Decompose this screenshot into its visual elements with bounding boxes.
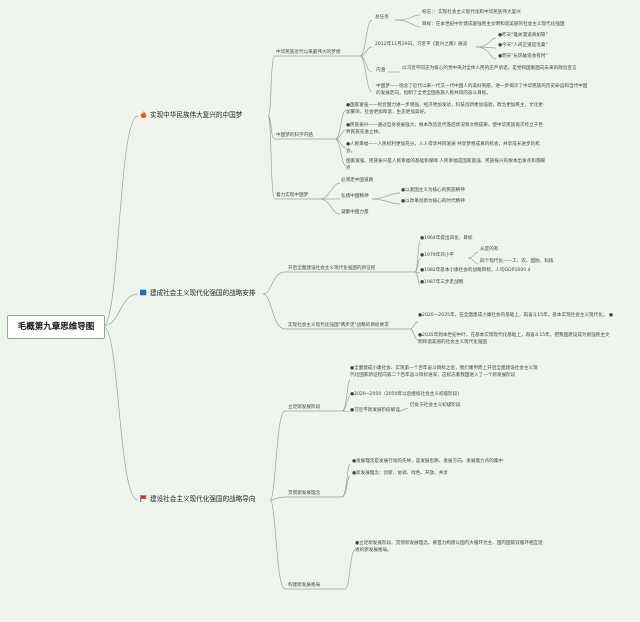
chapter-3-title: 建设社会主义现代化强国的战略导向 xyxy=(150,495,256,503)
ch3-2020-2050: ●2020~2050（2050年以后继续社会主义初级阶段) xyxy=(350,392,460,397)
ch3-sub-new-pattern[interactable]: 构建新发展格局 xyxy=(288,583,321,588)
root-topic[interactable]: 毛概第九章思维导图 xyxy=(7,315,105,339)
ch1-exhibition-yesterday: ●昨天"雄关漫道真如铁" xyxy=(498,33,548,38)
ch1-china-strength: 凝聚中国力量 xyxy=(341,210,369,215)
ch3-pattern-text: ●立足新发展阶段、贯彻新发展理念，要首力构建以国内大循环为主、国内国际双循环相互… xyxy=(355,541,543,553)
ch1-national-spirit: ●以爱国主义为核心的民族精神 xyxy=(401,188,465,193)
ch1-exhibition-tomorrow: ●明天"长风破浪会有时" xyxy=(498,54,548,59)
ch1-connotation-happiness: ●人民幸福——人民权利更加充分，人人得享共同发展 共享梦想成真的机会，共享成长进… xyxy=(346,142,540,154)
ch3-sub-new-stage[interactable]: 立足新发展阶段 xyxy=(288,405,321,410)
ch1-connotation-text: 以习近平同志为核心的党中央对全体人民的庄严承诺，是党和国家面向未来的政治宣言 xyxy=(402,66,577,71)
ch2-step-2050: ●2035年到本世纪中叶，在基本实现现代化基础上，再奋斗15年，把我国建设成为富… xyxy=(418,333,610,345)
ch1-total-task-goal: 目标：在本世纪中叶建成富强民主文明和谐美丽的社会主义现代化强国 xyxy=(422,22,565,27)
ch1-era-spirit: ●以改革创新为核心的时代精神 xyxy=(401,199,465,204)
ch2-sub-new-journey[interactable]: 开启全面建设社会主义现代化强国的新征程 xyxy=(288,266,376,271)
ch1-china-dream-text: 中国梦——饱含了近代以来一代又一代中国人的美好夙愿，进一步揭示了中华民族的历史命… xyxy=(376,84,588,96)
ch2-1979-b: 四个现代化——工、农、国防、科技 xyxy=(480,259,554,264)
ch2-1964: ●1964年提出四化、目标 xyxy=(420,236,473,241)
ch1-total-task-sign: 标志：：实现社会主义现代化和中华民族伟大复兴 xyxy=(422,10,521,15)
ch1-sub-realize[interactable]: 着力实现中国梦 xyxy=(276,193,309,198)
ch2-1982: ●1982年基本小康社会的战略目标，人均GDP1000 $ xyxy=(420,268,531,273)
ch3-sub-new-concept[interactable]: 贯彻新发展理念 xyxy=(288,491,321,496)
ch2-step-2035: ●2020—2035年，在全面建成小康社会的基础上，再奋斗15年，基本实现社会主… xyxy=(418,313,613,318)
ch1-sub-connotation[interactable]: 中国梦的科学内涵 xyxy=(276,133,313,138)
chapter-2-topic[interactable]: 建成社会主义现代化强国的战略安排 xyxy=(140,289,256,298)
ch3-new-stage-text: ●全面建成小康社会、实现第一个百年奋斗目标之后，我们乘势而上开启全面建设社会主义… xyxy=(350,366,538,378)
ch3-primary-stage: 仍处于社会主义初级阶段 xyxy=(410,403,461,408)
ch1-total-task[interactable]: 总任务 xyxy=(375,15,389,20)
chapter-1-title: 实现中华民族伟大复兴的中国梦 xyxy=(150,111,243,119)
ch1-exhibition[interactable]: 2012年11月29日，习近平《复兴之路》展览 xyxy=(375,42,468,47)
ch2-sub-two-steps[interactable]: 实现社会主义现代化强国"两步走"战略的目标要求 xyxy=(288,323,389,328)
ch1-china-spirit[interactable]: 弘扬中国精神 xyxy=(341,194,369,199)
blue-flag-icon xyxy=(140,289,147,296)
ch1-china-road: 必须走中国道路 xyxy=(341,178,374,183)
chapter-3-topic[interactable]: 建设社会主义现代化强国的战略导向 xyxy=(140,495,256,504)
ch1-exhibition-today: ●今天"人间正道是沧桑" xyxy=(498,43,548,48)
ch1-sub-dream[interactable]: 中华民族近代以来最伟大的梦想 xyxy=(276,50,341,55)
ch2-1987: ●1987年三步走战略 xyxy=(420,280,464,285)
chapter-1-topic[interactable]: 实现中华民族伟大复兴的中国梦 xyxy=(140,111,242,120)
ch1-connotation[interactable]: 内涵 xyxy=(376,68,386,73)
ch3-xi-interpretation[interactable]: ●习近平新发展阶段解读 xyxy=(350,408,400,413)
ch1-connotation-strong: ●国家富强——综合国力进一步增强，经济更加发达，科技创新更加强劲，政治更加民主，… xyxy=(346,103,543,115)
ch1-connotation-relation: 国家富强、民族振兴是人民幸福的基础和保障 人民幸福是国家富强、民族振兴的根本出发… xyxy=(346,159,545,171)
ch3-five-concepts: ●新发展理念：创新、协调、绿色、开放、共享 xyxy=(352,471,448,476)
red-flag-icon xyxy=(140,495,147,502)
ch1-connotation-revival: ●民族振兴——通过自身发展强大，根本改造近代落后状况和文明成果，使中华民族再次屹… xyxy=(346,123,543,135)
ch2-1979[interactable]: ●1979年邓小平 xyxy=(420,253,455,258)
ch2-1979-a: 从定的有 xyxy=(480,247,499,252)
chapter-2-title: 建成社会主义现代化强国的战略安排 xyxy=(150,289,256,297)
fire-icon xyxy=(140,111,147,118)
ch3-concept-guide: ●发展理念是发展行动的先导，是发展思路、发展方向、发展着力点的集中 xyxy=(352,459,504,464)
